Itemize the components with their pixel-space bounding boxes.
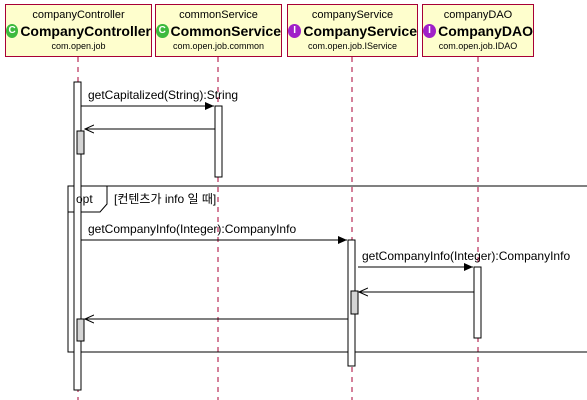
activation-company-service-return	[350, 290, 359, 315]
participant-company-controller[interactable]: companyController C CompanyController co…	[5, 4, 152, 57]
class-stereotype-icon: C	[156, 24, 169, 38]
participant-company-dao[interactable]: companyDAO I CompanyDAO com.open.job.IDA…	[422, 4, 534, 57]
participant-company-service[interactable]: companyService I CompanyService com.open…	[287, 4, 418, 57]
activation-controller-main	[73, 81, 82, 391]
participant-alias: companyController	[32, 9, 125, 21]
class-stereotype-icon: C	[6, 24, 19, 38]
opt-fragment-frame	[67, 185, 587, 353]
interface-stereotype-icon: I	[288, 24, 302, 38]
participant-package: com.open.job.IDAO	[438, 41, 518, 51]
interface-stereotype-icon: I	[423, 24, 437, 38]
message-label-get-company-info-dao: getCompanyInfo(Integer):CompanyInfo	[362, 249, 571, 263]
activation-common-service	[214, 105, 223, 178]
participant-name: CompanyService	[303, 23, 417, 39]
message-label-get-capitalized: getCapitalized(String):String	[88, 88, 239, 102]
participant-name: CompanyDAO	[438, 23, 533, 39]
fragment-operator: opt	[76, 192, 93, 206]
participant-package: com.open.job	[51, 41, 106, 51]
participant-alias: companyDAO	[443, 9, 513, 21]
participant-common-service[interactable]: commonService C CommonService com.open.j…	[155, 4, 282, 57]
participant-package: com.open.job.common	[172, 41, 265, 51]
message-label-get-company-info-service: getCompanyInfo(Integer):CompanyInfo	[88, 222, 297, 236]
participant-alias: commonService	[179, 9, 258, 21]
participant-alias: companyService	[311, 9, 394, 21]
fragment-guard: [컨텐츠가 info 일 때]	[114, 192, 217, 206]
activation-controller-return-2	[76, 318, 85, 342]
participant-name: CommonService	[170, 23, 281, 39]
participant-name: CompanyController	[20, 23, 151, 39]
activation-controller-return-1	[76, 130, 85, 155]
participant-package: com.open.job.IService	[307, 41, 398, 51]
activation-company-dao	[473, 266, 482, 339]
